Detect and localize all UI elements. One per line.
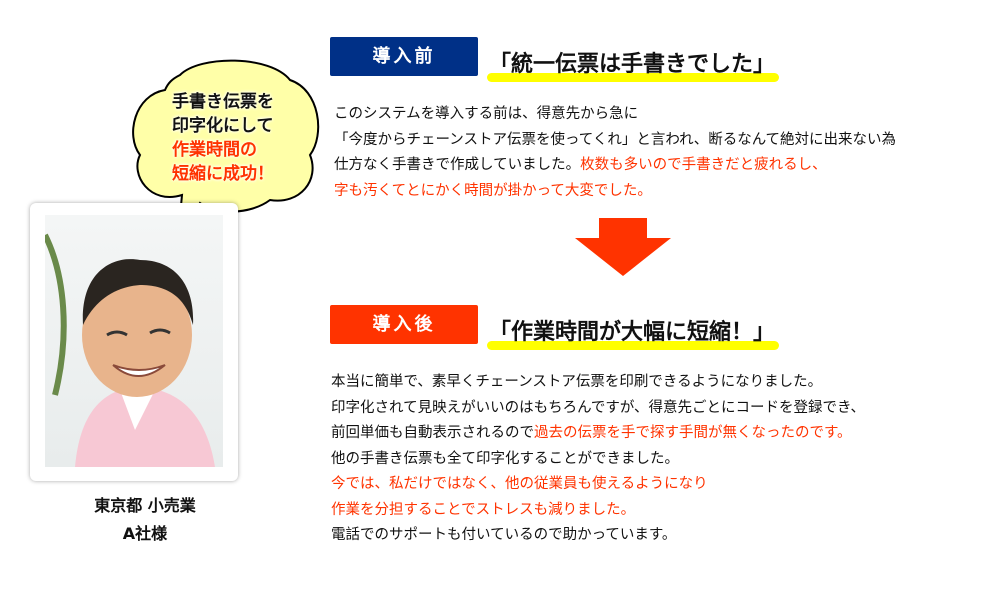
customer-location: 東京都 小売業 (94, 496, 196, 515)
customer-photo (45, 215, 223, 467)
before-title: 「統一伝票は手書きでした」 (485, 46, 780, 82)
customer-name: A社様 (122, 524, 168, 543)
before-tag: 導入前 (330, 37, 478, 76)
before-body: このシステムを導入する前は、得意先から急に 「今度からチェーンストア伝票を使って… (334, 106, 897, 199)
after-body: 本当に簡単で、素早くチェーンストア伝票を印刷できるようになりました。 印字化され… (331, 374, 866, 543)
down-arrow-icon (575, 218, 671, 276)
bubble-text: 手書き伝票を 印字化にして 作業時間の 短縮に成功！ (172, 92, 274, 184)
speech-bubble (132, 59, 320, 239)
after-tag: 導入後 (330, 305, 478, 344)
after-title: 「作業時間が大幅に短縮！」 (485, 314, 780, 350)
